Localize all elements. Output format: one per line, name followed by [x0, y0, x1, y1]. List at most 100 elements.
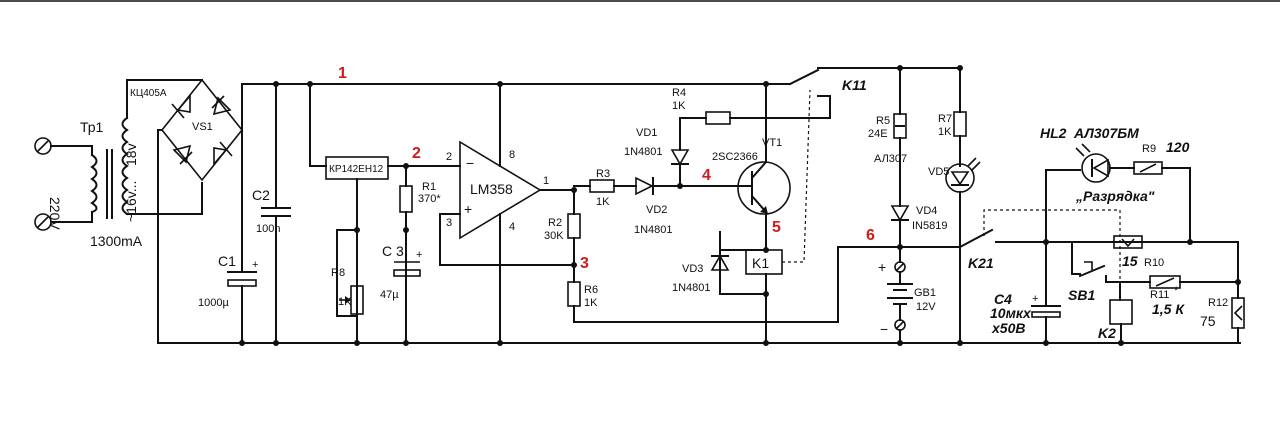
opamp-lm358: LM358 − + 2 3 8 4 1 — [439, 83, 575, 346]
pushbutton-sb1: SB1 — [1068, 241, 1107, 303]
positive-rail — [241, 83, 791, 131]
c4-voltage: х50В — [991, 320, 1025, 336]
diode-vd4: VD4 IN5819 6 — [837, 205, 961, 250]
r4-ref: R4 — [672, 87, 686, 99]
vt1-value: 2SC2366 — [712, 151, 758, 163]
capacitor-c1: + C1 1000µ — [198, 129, 258, 346]
vd2-ref: VD2 — [646, 204, 667, 216]
transistor-vt1: VT1 2SC2366 5 — [712, 81, 791, 251]
wire-sec-bottom — [126, 182, 203, 215]
node-2-marker: 2 — [412, 145, 421, 162]
hl2-ref: HL2 — [1040, 125, 1067, 141]
vd4-value: IN5819 — [912, 220, 947, 232]
diode-vd2: VD2 1N4801 4 — [634, 167, 737, 236]
svg-text:+: + — [464, 201, 472, 217]
r3-value: 1K — [596, 196, 610, 208]
opamp-label: LM358 — [470, 181, 513, 197]
r6-ref: R6 — [584, 284, 598, 296]
led-hl2: HL2 АЛ307БМ „Разрядка" — [1040, 125, 1155, 243]
regulator-label: КР142ЕН12 — [329, 164, 384, 175]
capacitor-c4: + C4 10мкх х50В — [990, 241, 1061, 346]
r11-star: * — [1174, 285, 1179, 297]
r2-ref: R2 — [548, 217, 562, 229]
r12-value: 75 — [1200, 313, 1216, 329]
svg-text:+: + — [416, 249, 422, 261]
svg-text:−: − — [466, 155, 474, 171]
c3-value: 47µ — [380, 289, 399, 301]
k2-ref: K2 — [1098, 325, 1116, 341]
bridge-ref-label: VS1 — [192, 121, 213, 133]
vd2-value: 1N4801 — [634, 224, 673, 236]
svg-text:+: + — [1032, 293, 1038, 305]
vt1-ref: VT1 — [762, 137, 782, 149]
node-6-marker: 6 — [866, 227, 875, 244]
resistor-r10: 15 R10 — [1113, 235, 1164, 269]
hl2-value: АЛ307БМ — [1073, 125, 1139, 141]
resistor-r6: R6 1K — [567, 246, 839, 323]
r4-value: 1K — [672, 100, 686, 112]
bridge-vs1: КЦ405А VS1 — [130, 78, 244, 182]
vd3-ref: VD3 — [682, 263, 703, 275]
node-3-marker: 3 — [580, 255, 589, 272]
svg-text:+: + — [252, 259, 258, 271]
relay-contact-k11: K11 — [788, 65, 963, 93]
vd1-ref: VD1 — [636, 127, 657, 139]
r7-ref: R7 — [938, 113, 952, 125]
r8-value: 1K — [338, 296, 352, 308]
node-4-marker: 4 — [702, 167, 711, 184]
opamp-pin4: 4 — [509, 221, 515, 233]
r10-ref: R10 — [1144, 257, 1164, 269]
c2-value: 100n — [256, 223, 280, 235]
r1-ref: R1 — [422, 181, 436, 193]
opamp-pin2: 2 — [446, 151, 452, 163]
hl2-caption: „Разрядка" — [1075, 188, 1155, 204]
diode-vd3: VD3 1N4801 — [672, 254, 730, 294]
potentiometer-r8: R8 1K — [331, 229, 364, 317]
secondary-16v-label: ~16v... — [123, 181, 139, 222]
led-vd5: VD5 — [928, 157, 981, 346]
transformer-ref: Тр1 — [80, 119, 104, 135]
r6-value: 1K — [584, 297, 598, 309]
k21-ref: K21 — [968, 255, 994, 271]
r5-value: 24E — [868, 128, 888, 140]
gb1-ref: GB1 — [914, 287, 936, 299]
secondary-18v-label: 18v — [123, 143, 139, 166]
bridge-type-label: КЦ405А — [130, 88, 167, 99]
transformer-current-label: 1300mA — [90, 233, 143, 249]
sb1-ref: SB1 — [1068, 287, 1095, 303]
mains-input: 220V — [34, 137, 93, 231]
r2-value: 30K — [544, 230, 564, 242]
resistor-r1: R1 370* — [399, 165, 441, 346]
k1-ref: K1 — [752, 255, 769, 271]
node-5-marker: 5 — [772, 219, 781, 236]
c4-ref: C4 — [994, 291, 1012, 307]
wire-sec-top — [126, 79, 203, 119]
resistor-r4: R4 1K — [672, 87, 831, 125]
c2-ref: C2 — [252, 187, 270, 203]
resistor-r12: R12 75 — [1200, 241, 1245, 344]
resistor-r5: R5 24E АЛ307 — [868, 67, 907, 207]
c3-ref: C 3 — [382, 243, 404, 259]
ground-rail — [157, 129, 1241, 344]
resistor-r2: R2 30K 3 — [539, 187, 589, 283]
relay-k2: K2 — [1098, 281, 1133, 346]
r1-value: 370* — [418, 193, 441, 205]
r11-ref: R11 — [1150, 289, 1169, 301]
svg-text:−: − — [880, 321, 888, 337]
opamp-pin1: 1 — [543, 175, 549, 187]
r7-value: 1K — [938, 126, 952, 138]
diode-vd1: VD1 1N4801 — [624, 117, 690, 187]
r9-value: 120 — [1166, 139, 1190, 155]
regulator-kr142en12: КР142ЕН12 2 — [309, 83, 461, 346]
c1-ref: C1 — [218, 253, 236, 269]
c4-value: 10мкх — [990, 305, 1032, 321]
gb1-value: 12V — [916, 301, 936, 313]
r10-value: 15 — [1122, 253, 1138, 269]
resistor-r11: R11 * 1,5 К — [1119, 275, 1239, 317]
svg-text:+: + — [878, 259, 886, 275]
capacitor-c3: + C 3 47µ — [380, 243, 422, 301]
r12-ref: R12 — [1208, 297, 1228, 309]
vd4-ref: VD4 — [916, 205, 937, 217]
r11-value: 1,5 К — [1152, 301, 1185, 317]
